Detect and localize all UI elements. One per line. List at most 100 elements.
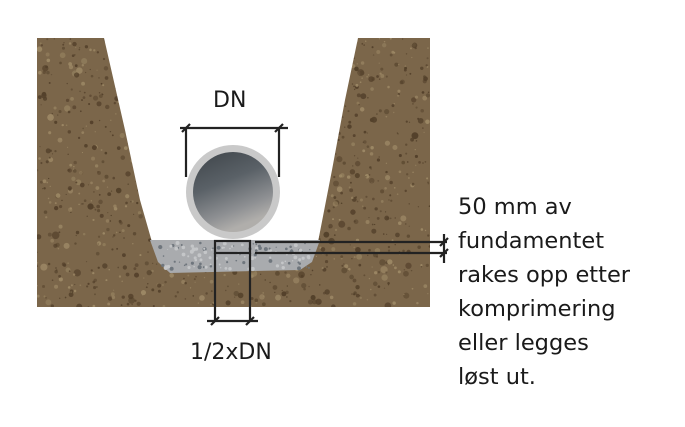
soil-speck xyxy=(326,265,329,268)
soil-speck xyxy=(67,153,69,156)
soil-speck xyxy=(379,210,382,213)
note-line: komprimering xyxy=(458,296,616,322)
soil-speck xyxy=(147,251,149,253)
soil-speck xyxy=(63,242,70,249)
soil-speck xyxy=(92,304,96,307)
soil-speck xyxy=(42,188,44,190)
soil-speck xyxy=(392,301,396,305)
soil-speck xyxy=(379,72,382,75)
gravel-speck xyxy=(193,265,195,268)
gravel-speck xyxy=(187,255,190,258)
soil-speck xyxy=(367,74,370,76)
soil-speck xyxy=(408,203,410,205)
soil-speck xyxy=(136,201,139,205)
gravel-speck xyxy=(181,252,186,257)
gravel-speck xyxy=(301,256,305,260)
soil-speck xyxy=(240,300,245,305)
soil-speck xyxy=(344,264,349,269)
soil-speck xyxy=(380,189,385,194)
soil-speck xyxy=(353,85,355,88)
soil-speck xyxy=(121,280,124,283)
soil-speck xyxy=(418,161,421,164)
soil-speck xyxy=(369,152,374,156)
soil-speck xyxy=(90,269,93,272)
soil-speck xyxy=(359,107,365,112)
soil-speck xyxy=(349,274,354,280)
soil-speck xyxy=(111,134,114,137)
dimension-lines xyxy=(180,123,449,326)
soil-speck xyxy=(40,104,42,106)
soil-speck xyxy=(378,156,381,158)
soil-speck xyxy=(157,283,162,288)
soil-speck xyxy=(54,206,59,211)
soil-speck xyxy=(416,301,419,305)
soil-speck xyxy=(308,285,310,288)
soil-speck xyxy=(341,264,344,267)
soil-speck xyxy=(381,42,387,48)
soil-speck xyxy=(424,229,427,232)
soil-speck xyxy=(386,233,388,235)
soil-speck xyxy=(428,205,430,207)
half-diameter-label: 1/2xDN xyxy=(190,340,272,365)
soil-speck xyxy=(87,203,94,210)
soil-speck xyxy=(37,284,38,287)
soil-speck xyxy=(411,97,417,103)
soil-speck xyxy=(112,176,116,180)
soil-speck xyxy=(423,284,428,288)
soil-speck xyxy=(82,127,84,130)
soil-speck xyxy=(378,109,382,113)
soil-speck xyxy=(353,220,356,223)
soil-speck xyxy=(76,303,83,307)
soil-speck xyxy=(51,112,53,115)
soil-speck xyxy=(92,95,99,101)
soil-speck xyxy=(107,212,109,214)
soil-speck xyxy=(183,277,185,280)
soil-speck xyxy=(411,56,413,59)
soil-speck xyxy=(376,75,379,78)
soil-speck xyxy=(151,288,155,292)
gravel-speck xyxy=(250,266,255,271)
soil-speck xyxy=(409,47,412,50)
soil-speck xyxy=(385,115,388,118)
soil-speck xyxy=(406,234,411,238)
soil-speck xyxy=(380,67,384,71)
soil-speck xyxy=(157,289,161,293)
soil-speck xyxy=(42,70,46,75)
soil-speck xyxy=(39,180,43,184)
soil-speck xyxy=(112,236,114,238)
soil-speck xyxy=(57,114,59,116)
soil-speck xyxy=(284,271,287,274)
soil-speck xyxy=(72,169,77,173)
soil-speck xyxy=(199,295,205,301)
soil-speck xyxy=(67,286,71,289)
soil-speck xyxy=(351,196,354,200)
soil-speck xyxy=(40,263,48,271)
gravel-speck xyxy=(229,247,231,250)
gravel-speck xyxy=(255,243,258,245)
soil-speck xyxy=(300,274,304,278)
soil-speck xyxy=(57,247,60,250)
soil-speck xyxy=(275,294,282,301)
soil-speck xyxy=(384,140,391,146)
soil-speck xyxy=(55,269,58,271)
soil-speck xyxy=(359,81,362,84)
soil-speck xyxy=(371,228,377,234)
soil-speck xyxy=(286,296,288,298)
soil-speck xyxy=(378,62,380,64)
soil-speck xyxy=(344,126,346,128)
soil-speck xyxy=(427,91,430,94)
soil-speck xyxy=(123,146,128,150)
gravel-speck xyxy=(162,255,165,257)
soil-speck xyxy=(354,66,359,72)
soil-speck xyxy=(43,295,46,298)
soil-speck xyxy=(93,278,97,282)
soil-speck xyxy=(225,289,227,292)
soil-speck xyxy=(427,47,429,49)
soil-speck xyxy=(75,234,77,237)
soil-speck xyxy=(227,285,229,288)
soil-speck xyxy=(42,179,47,184)
soil-speck xyxy=(352,302,357,306)
gravel-speck xyxy=(194,258,198,262)
soil-speck xyxy=(174,295,177,298)
